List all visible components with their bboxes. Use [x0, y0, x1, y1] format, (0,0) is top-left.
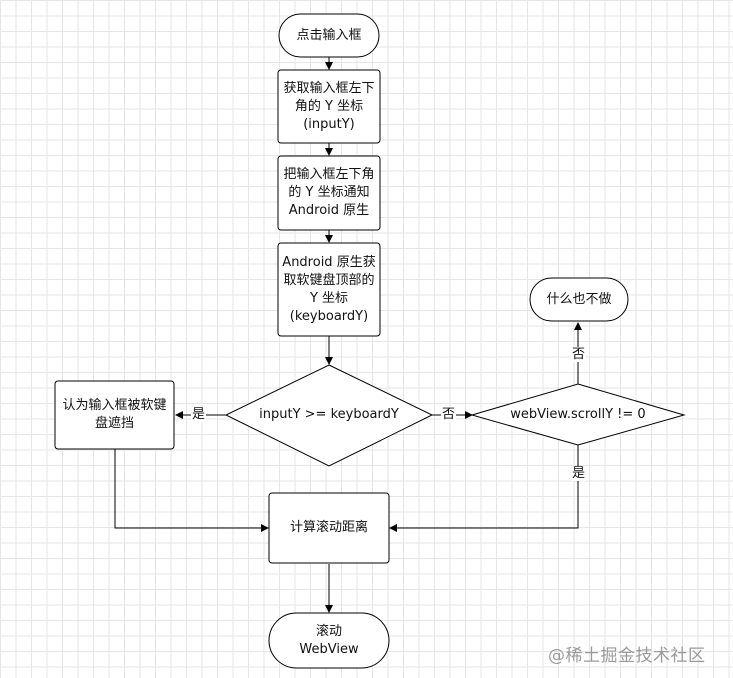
edge-label-no-up: 否 [571, 347, 587, 362]
watermark: @稀土掘金技术社区 [548, 646, 706, 666]
edge-label-yes-left: 是 [191, 407, 207, 422]
node-scroll-webview-shape [268, 612, 390, 669]
node-covered-shape [54, 380, 175, 450]
edge-label-no-right: 否 [441, 407, 457, 422]
node-start-shape [278, 13, 380, 58]
edge-covered-to-calc [114, 449, 269, 532]
edge-label-yes-down: 是 [571, 466, 587, 481]
node-get-keyboard-y-shape [277, 242, 381, 337]
node-compare-decision-shape [224, 364, 434, 467]
node-calc-distance-shape [268, 492, 390, 564]
node-do-nothing-shape [529, 277, 629, 322]
edge-scroll-decision-to-calc [389, 445, 579, 532]
node-scroll-decision-shape [470, 383, 686, 446]
node-get-input-y-shape [277, 69, 381, 144]
node-notify-android-shape [277, 155, 381, 231]
